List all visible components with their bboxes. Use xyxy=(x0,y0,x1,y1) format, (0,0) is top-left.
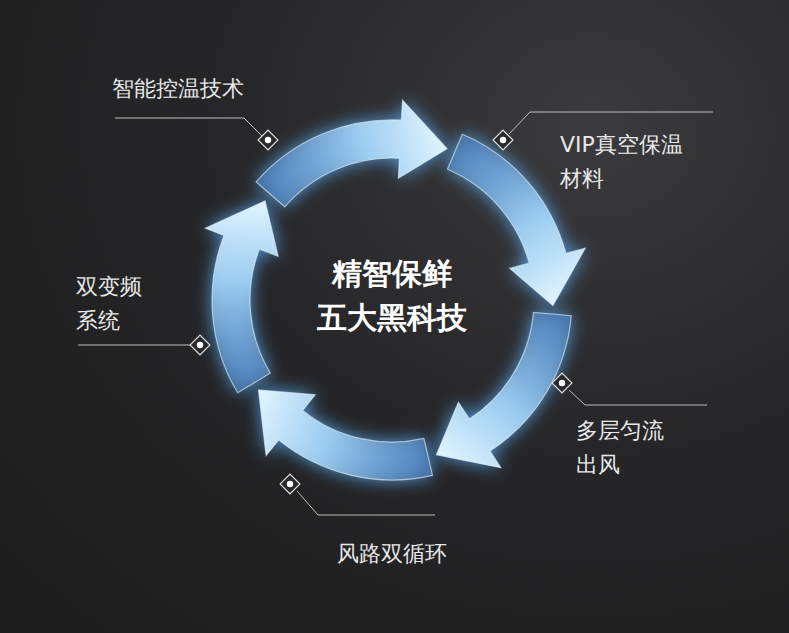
feature-label: 智能控温技术 xyxy=(112,72,244,106)
cycle-arrow xyxy=(448,134,586,305)
cycle-arrow xyxy=(436,312,571,467)
cycle-arrow xyxy=(259,390,433,480)
diamond-marker xyxy=(258,130,278,150)
marker-dot xyxy=(559,380,565,386)
leader-line xyxy=(509,112,713,134)
cycle-arrow xyxy=(256,100,447,207)
arrow-glow xyxy=(256,100,447,207)
leader-line xyxy=(115,118,262,136)
marker-dot xyxy=(500,137,506,143)
feature-label: 风路双循环 xyxy=(337,537,447,571)
diamond-marker xyxy=(493,130,513,150)
arrow-glow xyxy=(448,134,586,305)
leader-line xyxy=(297,491,435,515)
feature-label: 双变频系统 xyxy=(76,270,153,338)
leader-line xyxy=(569,390,707,405)
arrow-glow xyxy=(205,201,278,393)
marker-dot xyxy=(197,342,203,348)
center-title: 精智保鲜 五大黑科技 xyxy=(316,252,469,340)
arrow-glow xyxy=(259,390,433,480)
marker-dot xyxy=(287,481,293,487)
marker-dot xyxy=(265,137,271,143)
cycle-arrow xyxy=(205,201,278,393)
feature-label: VIP真空保温材料 xyxy=(560,128,699,196)
leader-line xyxy=(78,345,190,346)
feature-label: 多层匀流出风 xyxy=(576,414,675,482)
diamond-marker xyxy=(280,474,300,494)
arrow-glow xyxy=(436,312,571,467)
diamond-marker xyxy=(552,373,572,393)
diamond-marker xyxy=(190,335,210,355)
